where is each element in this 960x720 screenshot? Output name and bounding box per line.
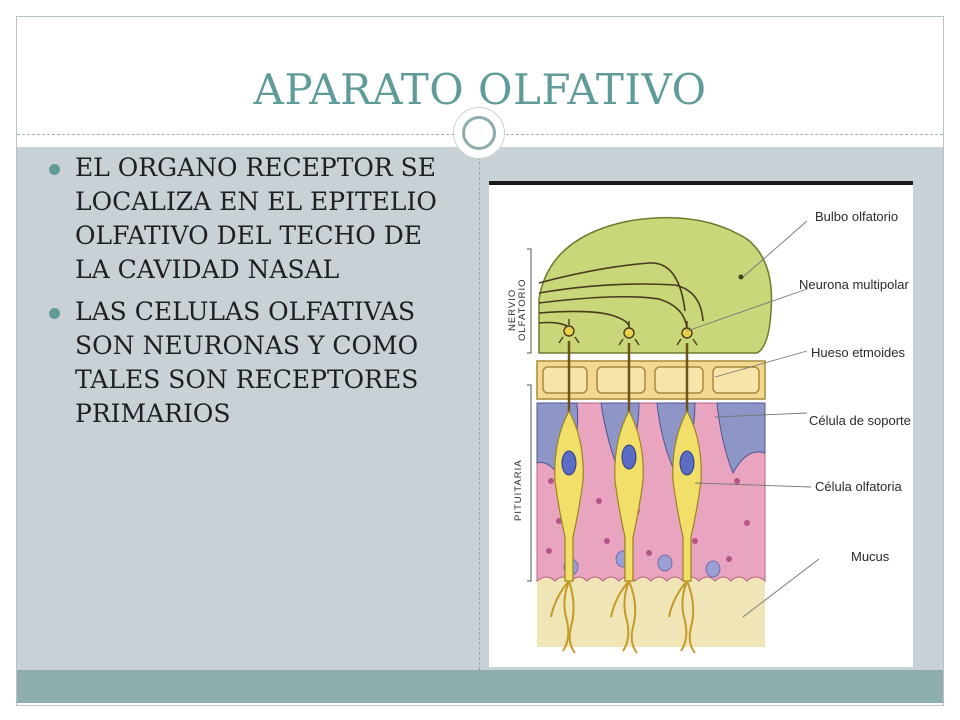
footer-bar xyxy=(17,670,943,703)
label-olfatorio-side: OLFATORIO xyxy=(517,279,528,342)
slide-title: APARATO OLFATIVO xyxy=(253,65,707,114)
bulb-dot xyxy=(738,274,744,280)
olfactory-diagram: NERVIO OLFATORIO PITUITARIA Bulbo olfato… xyxy=(489,181,913,667)
bullet-text: EL ORGANO RECEPTOR SE LOCALIZA EN EL EPI… xyxy=(75,153,437,284)
label-mucus: Mucus xyxy=(851,549,890,564)
label-celula-soporte: Célula de soporte xyxy=(809,413,911,428)
bullet-text: LAS CELULAS OLFATIVAS SON NEURONAS Y COM… xyxy=(75,297,419,428)
bullet-dot-icon xyxy=(49,308,60,319)
bullet-dot-icon xyxy=(49,164,60,175)
mucus-layer xyxy=(537,569,765,647)
olfactory-cilia xyxy=(550,580,696,654)
ethmoid-bone xyxy=(536,360,766,400)
olfactory-bulb xyxy=(538,216,773,354)
bullet-list: EL ORGANO RECEPTOR SE LOCALIZA EN EL EPI… xyxy=(45,151,445,439)
column-divider xyxy=(479,147,480,670)
leader-lines xyxy=(686,220,820,618)
label-hueso-etmoides: Hueso etmoides xyxy=(811,345,905,360)
side-brackets xyxy=(527,248,532,582)
label-celula-olfatoria: Célula olfatoria xyxy=(815,479,902,494)
label-nervio: NERVIO xyxy=(507,289,518,331)
olfactory-axons xyxy=(567,341,689,413)
label-pituitaria: PITUITARIA xyxy=(513,459,524,521)
olfactory-diagram-svg: NERVIO OLFATORIO PITUITARIA Bulbo olfato… xyxy=(489,181,913,654)
divider-circle-ornament xyxy=(453,107,505,159)
label-bulbo-olfatorio: Bulbo olfatorio xyxy=(815,209,898,224)
bullet-item: EL ORGANO RECEPTOR SE LOCALIZA EN EL EPI… xyxy=(45,151,445,287)
nerve-fibers xyxy=(538,262,704,330)
cell-nuclei xyxy=(561,444,695,476)
slide: APARATO OLFATIVO EL ORGANO RECEPTOR SE L… xyxy=(16,16,944,706)
multipolar-neurons xyxy=(558,319,698,346)
diagram-top-border xyxy=(489,181,913,185)
circle-ring-icon xyxy=(462,116,496,150)
label-neurona-multipolar: Neurona multipolar xyxy=(799,277,910,292)
pituitary-tissue xyxy=(536,402,766,583)
bullet-item: LAS CELULAS OLFATIVAS SON NEURONAS Y COM… xyxy=(45,295,445,431)
